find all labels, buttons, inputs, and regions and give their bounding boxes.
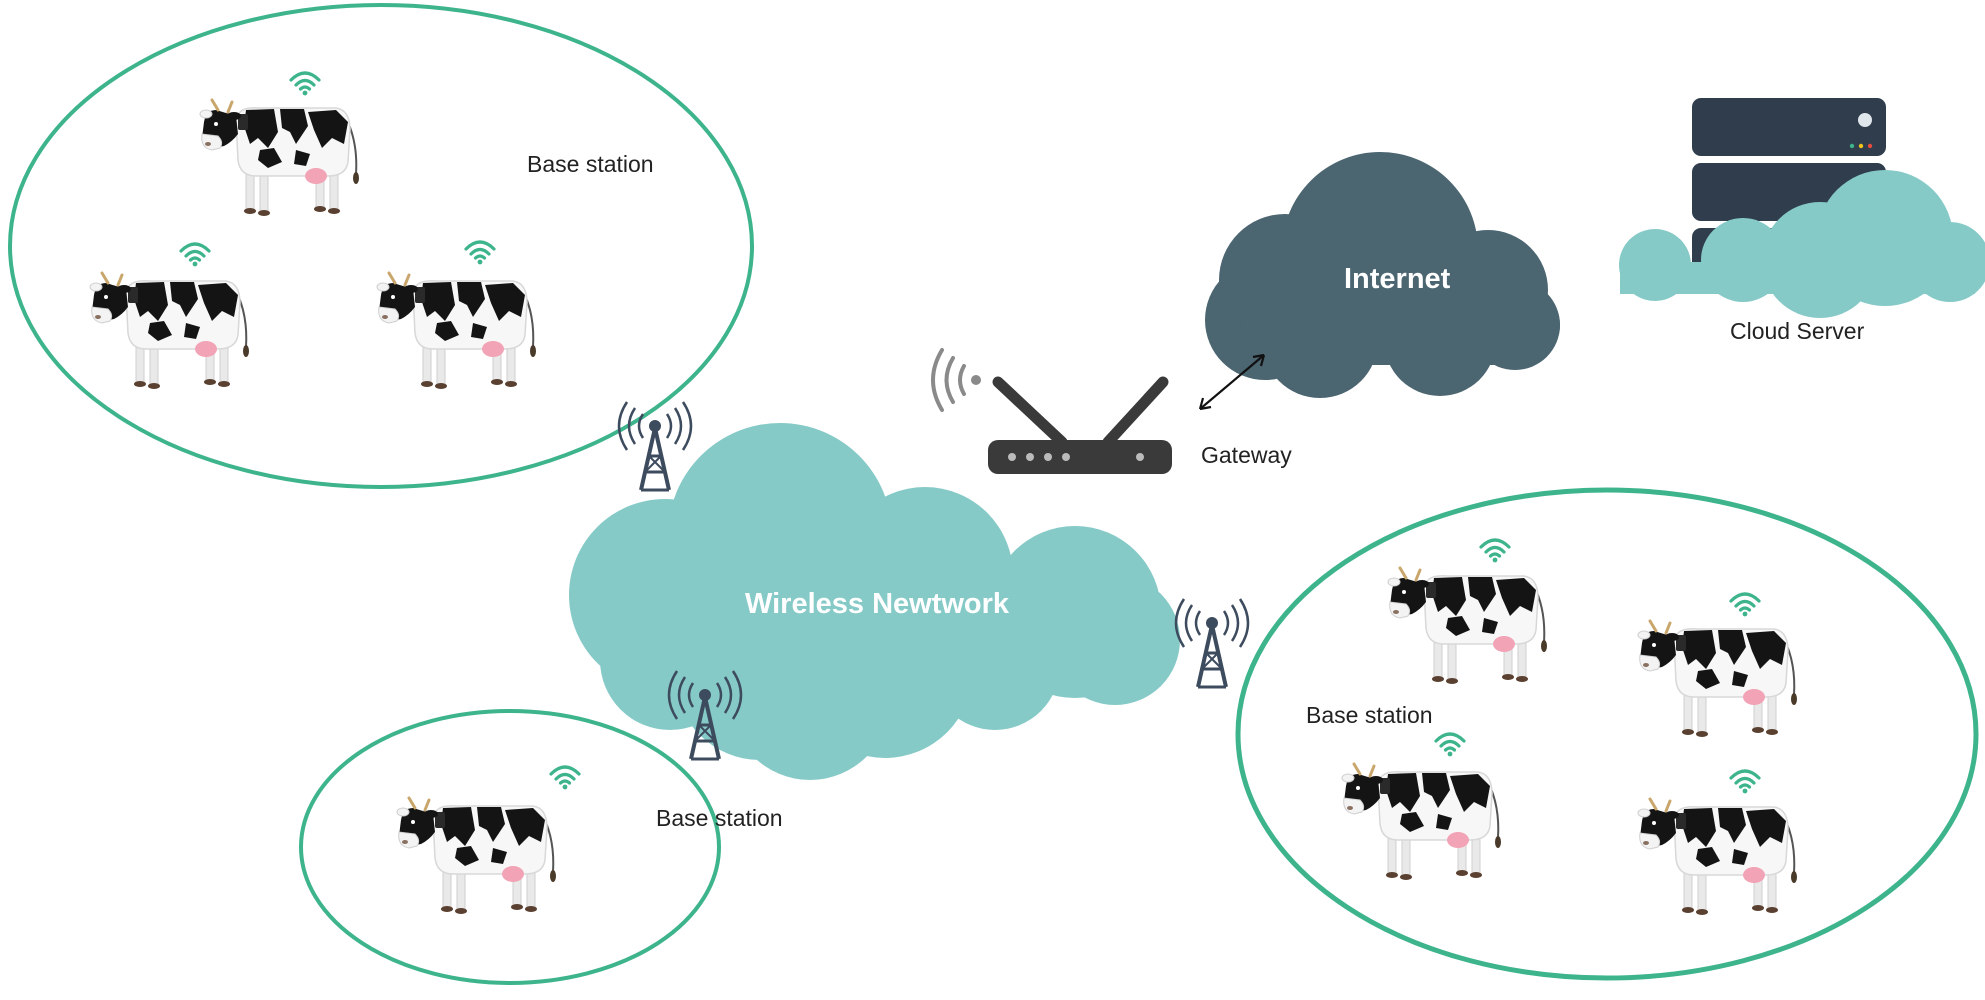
wifi-signal-icon (1729, 769, 1761, 796)
wifi-signal-icon (1479, 538, 1511, 565)
herd-ring-bottom-left (299, 709, 721, 985)
wireless-network-cloud (569, 423, 1180, 780)
cloud-server-icon (1619, 98, 1985, 318)
wifi-signal-icon (464, 240, 496, 266)
wifi-signal-icon (179, 242, 211, 268)
wifi-signal-icon (1434, 732, 1466, 759)
wifi-signal-icon (1729, 592, 1761, 619)
internet-cloud (1205, 152, 1560, 398)
gateway-internet-link-arrow (1198, 353, 1266, 411)
gateway-label: Gateway (1201, 442, 1292, 468)
cow-icon (1636, 619, 1799, 739)
cow-icon (1386, 566, 1549, 686)
cow-icon (1636, 797, 1799, 917)
cow-icon (198, 98, 361, 218)
herd-ring-top-left (8, 3, 754, 489)
wifi-signal-icon (289, 71, 321, 98)
base-station-label-right: Base station (1306, 702, 1433, 728)
cow-icon (88, 271, 251, 391)
wifi-signal-icon (549, 765, 581, 792)
herd-ring-right (1235, 487, 1979, 981)
base-station-label-bottom-left: Base station (656, 805, 783, 831)
base-station-label-top-left: Base station (527, 151, 654, 177)
radio-tower-icon (617, 400, 693, 492)
gateway-router-icon (931, 348, 1172, 474)
internet-label: Internet (1344, 263, 1451, 295)
cow-icon (1340, 762, 1503, 882)
wireless-network-label: Wireless Newtwork (745, 588, 1010, 620)
cloud-server-label: Cloud Server (1730, 318, 1865, 344)
radio-tower-icon (1174, 597, 1250, 689)
cow-icon (395, 796, 558, 916)
cow-icon (375, 271, 538, 391)
